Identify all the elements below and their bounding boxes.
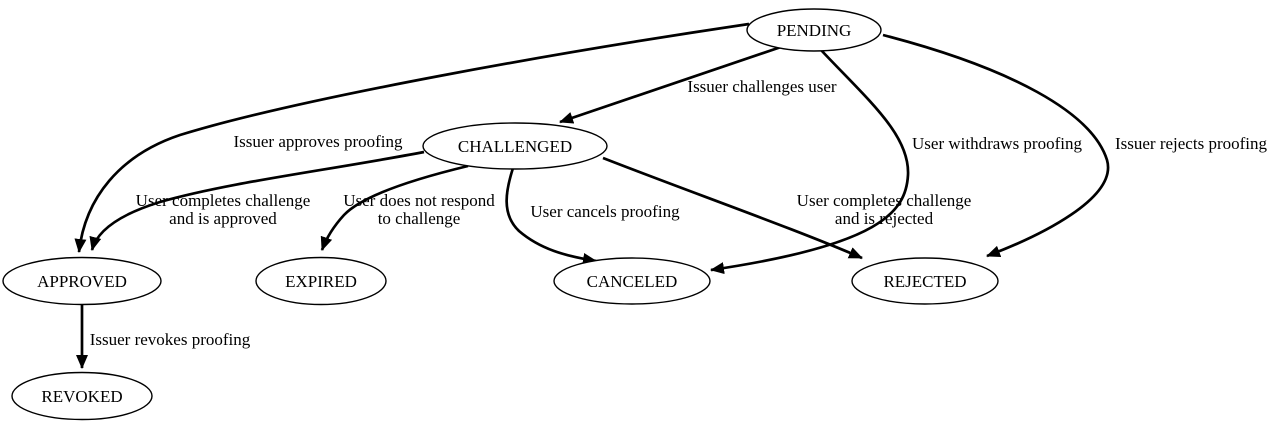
edge-label-user-cancels-proofing: User cancels proofing: [530, 202, 680, 221]
node-challenged-label: CHALLENGED: [458, 137, 572, 156]
node-canceled-label: CANCELED: [587, 272, 678, 291]
edge-pending-rejected: [882, 33, 1110, 258]
edge-label-user-withdraws-proofing: User withdraws proofing: [912, 134, 1082, 153]
edge-pending-challenged: [559, 45, 782, 124]
edges: [74, 22, 1110, 369]
edge-challenged-expired: [320, 164, 469, 251]
node-expired: EXPIRED: [255, 256, 387, 306]
edge-label-user-completes-rejected-line2: and is rejected: [835, 209, 934, 228]
node-canceled-ellipse: [553, 257, 711, 305]
node-expired-label: EXPIRED: [285, 272, 357, 291]
edge-label-user-completes-approved-line1: User completes challenge: [136, 191, 311, 210]
edge-label-issuer-challenges-user: Issuer challenges user: [687, 77, 837, 96]
node-expired-ellipse: [255, 256, 387, 306]
node-challenged: CHALLENGED: [422, 122, 608, 170]
node-rejected: REJECTED: [851, 257, 999, 305]
edge-pending-approved: [74, 22, 750, 253]
node-challenged-ellipse: [422, 122, 608, 170]
edge-label-user-does-not-respond-line1: User does not respond: [343, 191, 495, 210]
edge-challenged-canceled: [505, 167, 597, 265]
node-revoked-ellipse: [11, 371, 153, 421]
edge-label-user-does-not-respond-line2: to challenge: [378, 209, 461, 228]
node-approved-label: APPROVED: [37, 272, 127, 291]
edge-labels: Issuer challenges user Issuer approves p…: [90, 77, 1268, 349]
edge-label-user-completes-approved-line2: and is approved: [169, 209, 277, 228]
node-approved: APPROVED: [2, 256, 162, 306]
edge-label-user-completes-rejected-line1: User completes challenge: [797, 191, 972, 210]
edge-label-issuer-revokes-proofing: Issuer revokes proofing: [90, 330, 251, 349]
node-pending-label: PENDING: [777, 21, 852, 40]
node-rejected-ellipse: [851, 257, 999, 305]
node-approved-ellipse: [2, 256, 162, 306]
edge-label-issuer-rejects-proofing: Issuer rejects proofing: [1115, 134, 1268, 153]
node-revoked: REVOKED: [11, 371, 153, 421]
node-revoked-label: REVOKED: [41, 387, 122, 406]
edge-label-issuer-approves-proofing: Issuer approves proofing: [233, 132, 403, 151]
node-pending-ellipse: [746, 8, 882, 52]
node-pending: PENDING: [746, 8, 882, 52]
edge-pending-canceled: [710, 49, 910, 275]
node-rejected-label: REJECTED: [883, 272, 966, 291]
edge-challenged-rejected: [602, 156, 863, 260]
node-canceled: CANCELED: [553, 257, 711, 305]
edge-challenged-approved: [89, 150, 425, 251]
nodes: PENDING CHALLENGED APPROVED EXPIRED CANC…: [2, 8, 999, 421]
